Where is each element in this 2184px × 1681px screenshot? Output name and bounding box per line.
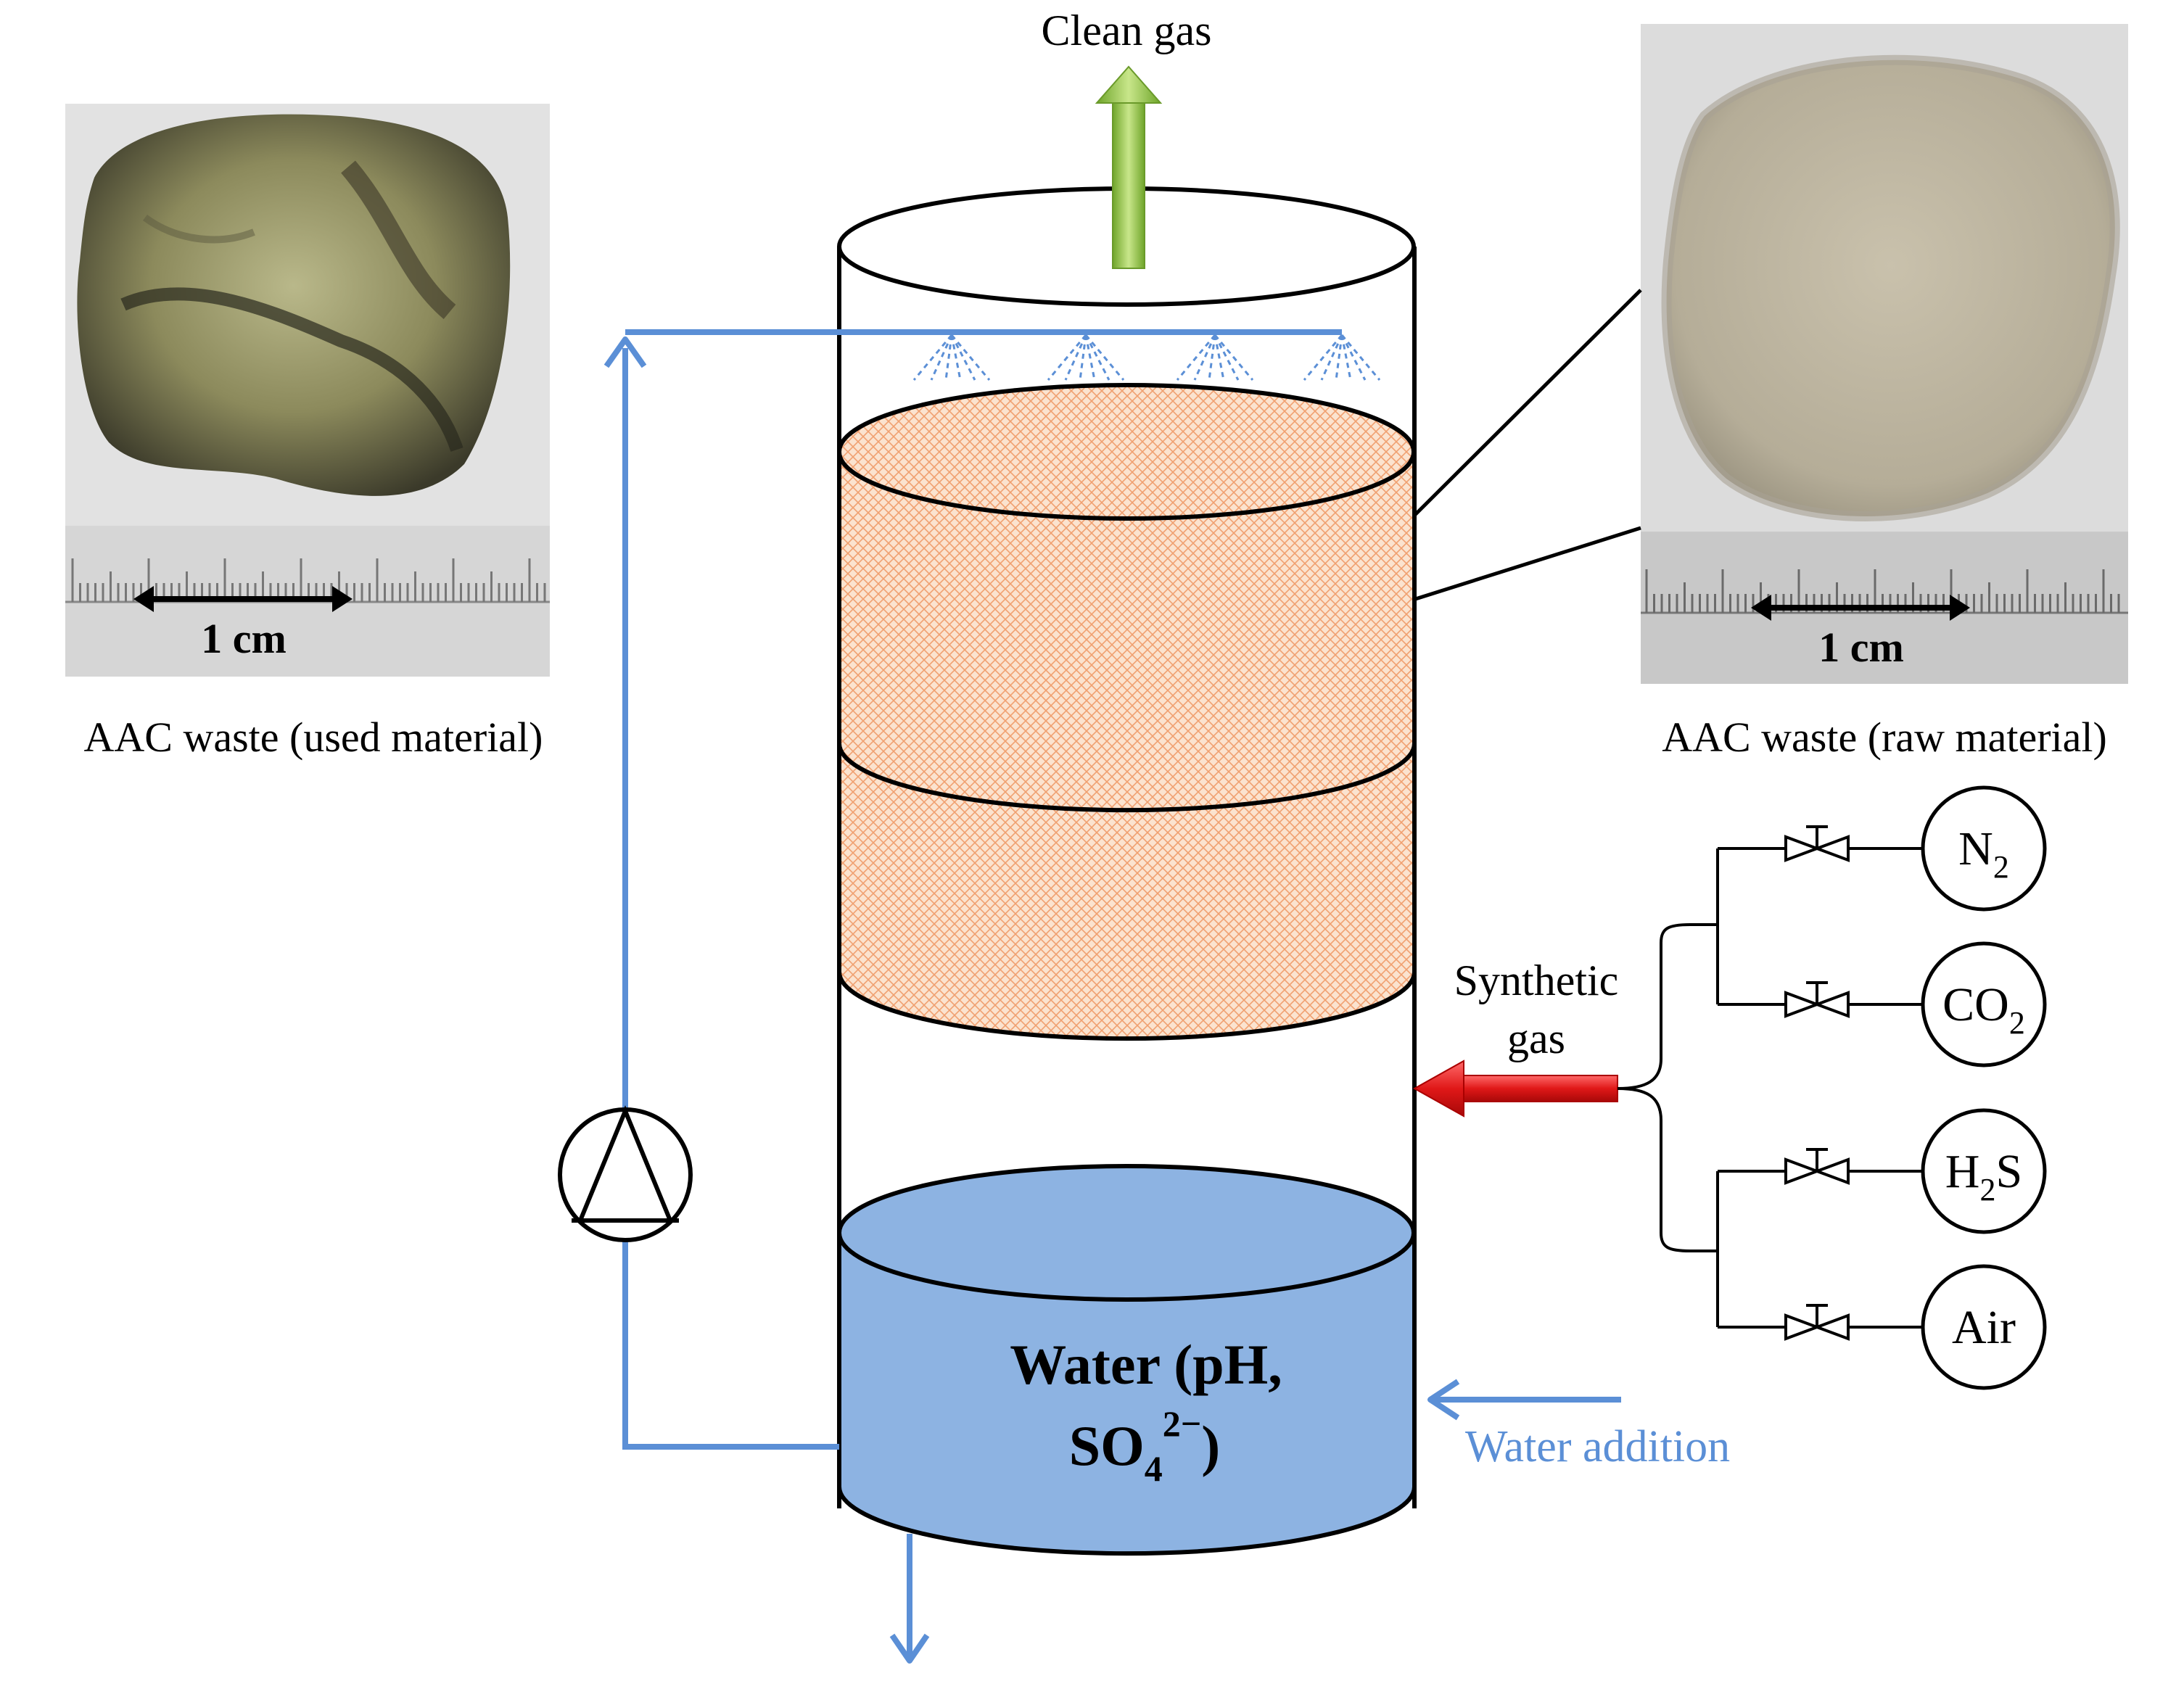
column: Water (pH, SO42−) (837, 186, 1417, 1556)
gas-label: CO2 (1942, 978, 2025, 1041)
gas-label: H2S (1945, 1145, 2022, 1207)
gas-source-circle (1921, 785, 2047, 912)
water-reservoir: Water (pH, SO42−) (837, 1164, 1417, 1556)
scale-label-right: 1 cm (1818, 624, 1904, 671)
drain-arrow (889, 1534, 930, 1664)
recirculation-line (603, 329, 1342, 1450)
synthetic-gas-label-line1: Synthetic (1454, 957, 1619, 1004)
water-addition-arrow (1427, 1379, 1621, 1421)
synthetic-gas-label-line2: gas (1507, 1015, 1565, 1062)
gas-source-circle (1921, 941, 2047, 1067)
scale-bar-left: 1 cm (133, 586, 353, 662)
water-label-line2: SO42−) (1069, 1403, 1221, 1489)
gas-source-row: Air (1718, 1264, 2047, 1390)
spray-nozzle-icon (1303, 334, 1381, 381)
used-material-photo: 1 cm (65, 104, 550, 677)
gas-source-row: CO2 (1718, 941, 2047, 1067)
synthetic-gas-arrow (1412, 1060, 1618, 1118)
raw-material-photo: 1 cm (1641, 24, 2128, 684)
gas-manifold (1617, 848, 1719, 1327)
used-material-caption: AAC waste (used material) (84, 714, 543, 761)
spray-nozzle-icon (1047, 334, 1125, 381)
valve-icon (1784, 1148, 1850, 1185)
raw-material-caption: AAC waste (raw material) (1662, 714, 2107, 761)
clean-gas-arrow (1095, 65, 1163, 269)
scale-bar-right: 1 cm (1751, 595, 1970, 671)
packing-bed (837, 383, 1417, 1041)
water-addition-label: Water addition (1465, 1422, 1730, 1471)
valve-icon (1784, 981, 1850, 1018)
gas-source-circle (1921, 1108, 2047, 1234)
gas-label: N2 (1958, 822, 2009, 885)
spray-nozzles (912, 334, 1381, 381)
spray-nozzle-icon (912, 334, 991, 381)
gas-source-row: H2S (1718, 1108, 2047, 1234)
clean-gas-label: Clean gas (1042, 7, 1212, 54)
valve-icon (1784, 1304, 1850, 1341)
water-label-line1: Water (pH, (1010, 1333, 1282, 1396)
scale-label-left: 1 cm (201, 615, 287, 662)
spray-nozzle-icon (1176, 334, 1254, 381)
pump-icon (558, 1105, 693, 1242)
gas-source-circle (1921, 1264, 2047, 1390)
gas-label: Air (1952, 1301, 2016, 1354)
gas-source-row: N2 (1718, 785, 2047, 912)
valve-icon (1784, 825, 1850, 862)
